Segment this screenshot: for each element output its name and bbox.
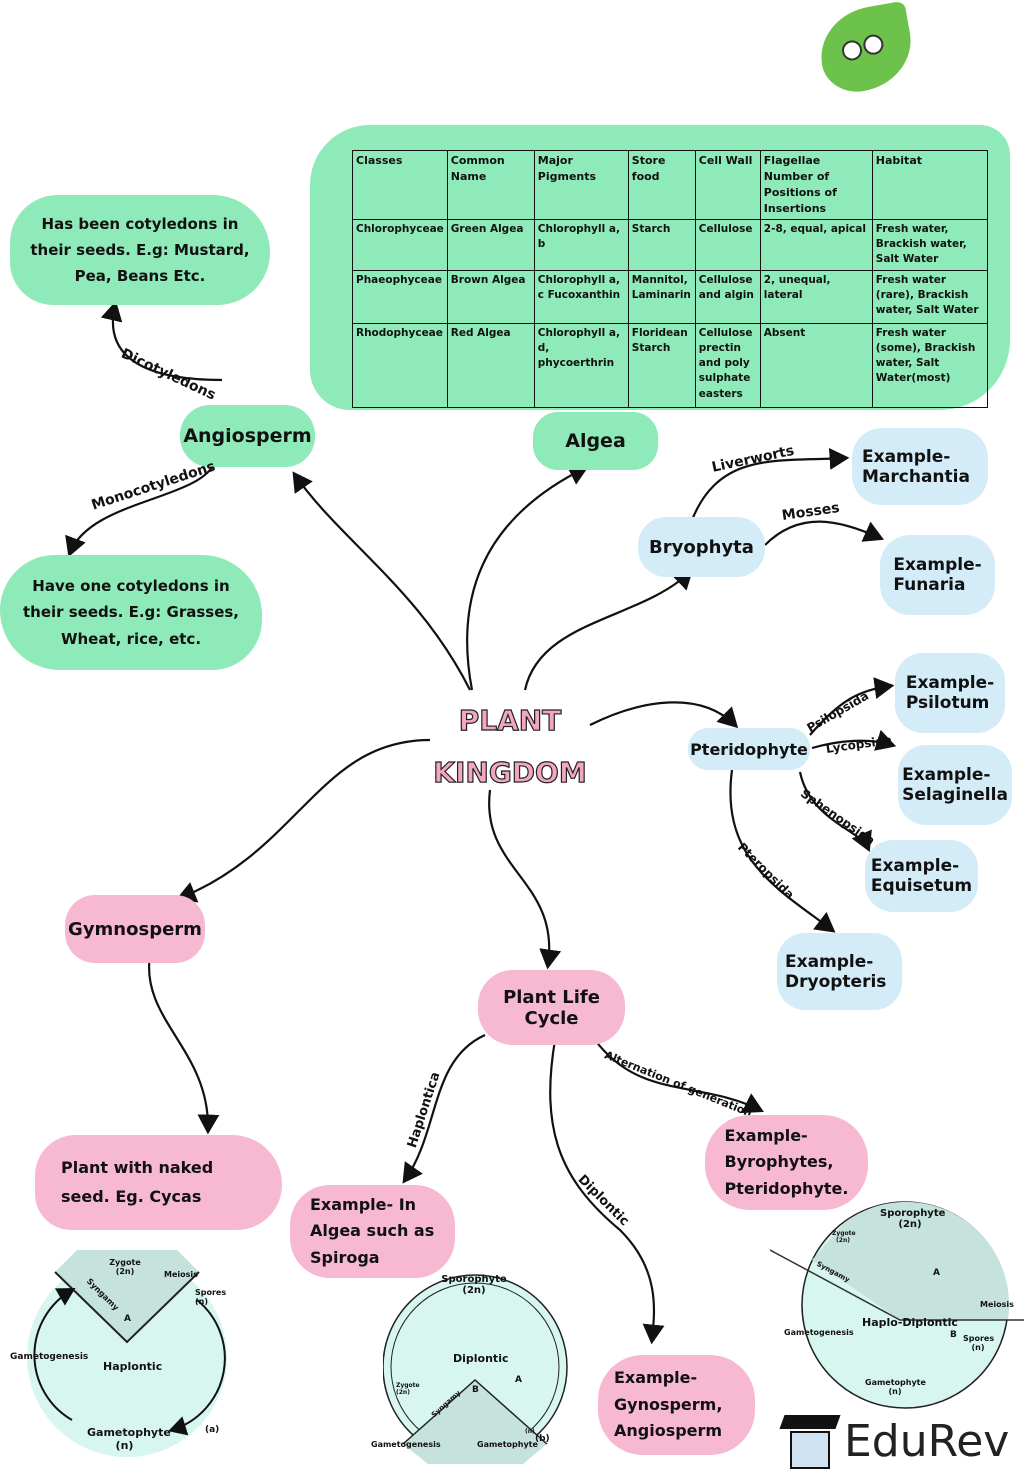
arrow-to-byro-pterido (594, 1039, 764, 1113)
table-header: Common Name (446, 150, 535, 220)
table-cell: Fresh water (rare), Brackish water, Salt… (871, 269, 988, 324)
table-cell: Floridean Starch (627, 322, 696, 408)
table-cell: Starch (627, 218, 696, 271)
table-cell: Cellulose prectin and poly sulphate east… (694, 322, 761, 408)
table-header: Habitat (871, 150, 988, 220)
haplontic-cycle-diagram: Zygote (2n) Meiosis Spores (n) Syngamy A… (10, 1250, 227, 1465)
arrow-to-lifecycle (488, 789, 562, 970)
arrow-to-pteridophyte (589, 701, 739, 729)
arrow-to-equisetum (798, 771, 872, 853)
table-cell: Chlorophyll a, d, phycoerthrin (533, 322, 629, 408)
haplo-diplontic-cycle-diagram: Zygote (2n) Sporophyte (2n) Syngamy A Me… (770, 1200, 1024, 1410)
arrow-to-algea (466, 464, 589, 691)
funaria-example: Example- Funaria (880, 535, 995, 615)
table-cell: 2-8, equal, apical (759, 218, 873, 271)
table-cell: Chlorophyceae (352, 218, 448, 271)
arrow-to-spiroga (402, 1033, 486, 1184)
arrow-to-monocot (65, 461, 217, 558)
angiosperm-node: Angiosperm (180, 405, 315, 467)
table-header-row: Classes Common Name Major Pigments Store… (352, 150, 988, 220)
graduate-cap-icon (779, 1415, 841, 1429)
selaginella-example: Example- Selaginella (898, 745, 1012, 825)
bryophyta-node: Bryophyta (638, 517, 765, 577)
table-header: Cell Wall (694, 150, 761, 220)
table-cell: Cellulose and algin (694, 269, 761, 324)
algea-node: Algea (533, 412, 658, 470)
table-cell: Chlorophyll a, b (533, 218, 629, 271)
naked-seed-description: Plant with naked seed. Eg. Cycas (35, 1135, 282, 1230)
diplontic-cycle-diagram: Sporophyte (2n) Diplontic A B Zygote (2n… (371, 1272, 568, 1467)
table-cell: Brown Algea (446, 269, 535, 324)
arrow-to-dryopteris (729, 769, 836, 933)
table-header: Classes (352, 150, 448, 220)
table-cell: Chlorophyll a, c Fucoxanthin (533, 269, 629, 324)
arrow-to-funaria (764, 520, 885, 546)
plant-life-cycle-node: Plant Life Cycle (478, 970, 625, 1045)
table-cell: Fresh water, Brackish water, Salt Water (871, 218, 988, 271)
dryopteris-example: Example- Dryopteris (777, 933, 902, 1010)
psilotum-example: Example- Psilotum (895, 653, 1005, 733)
arrow-to-dicot (100, 300, 223, 382)
arrow-to-selaginella (811, 729, 897, 751)
book-face-icon (790, 1431, 830, 1469)
pteridophyte-node: Pteridophyte (688, 728, 810, 770)
byro-pterido-example: Example- Byrophytes, Pteridophyte. (705, 1115, 868, 1210)
edurev-logo: EduRev (778, 1413, 1018, 1473)
dicot-description: Has been cotyledons in their seeds. E.g:… (10, 195, 270, 305)
monocot-description: Have one cotyledons in their seeds. E.g:… (0, 555, 262, 670)
table-cell: Mannitol, Laminarin (627, 269, 696, 324)
plant-kingdom-title: PLANT KINGDOM (433, 703, 588, 789)
equisetum-example: Example- Equisetum (865, 840, 978, 912)
arrow-to-angiosperm (292, 471, 471, 691)
arrow-to-naked-seed (147, 954, 220, 1135)
table-cell: Rhodophyceae (352, 322, 448, 408)
table-cell: 2, unequal, lateral (759, 269, 873, 324)
arrow-to-psilotum (809, 677, 895, 736)
table-header: Flagellae Number of Positions of Inserti… (759, 150, 873, 220)
arrow-to-marchantia (690, 447, 850, 521)
table-cell: Fresh water (some), Brackish water, Salt… (871, 322, 988, 408)
table-cell: Red Algea (446, 322, 535, 408)
arrow-to-gymnosperm (175, 738, 431, 903)
table-cell: Cellulose (694, 218, 761, 271)
table-cell: Green Algea (446, 218, 535, 271)
table-header: Store food (627, 150, 696, 220)
table-header: Major Pigments (533, 150, 629, 220)
spiroga-example: Example- In Algea such as Spiroga (290, 1185, 455, 1278)
arrow-to-gymno-angio (549, 1039, 665, 1345)
arrow-to-bryophyta (523, 568, 694, 691)
gymno-angio-example: Example- Gynosperm, Angiosperm (598, 1355, 755, 1455)
algae-classes-table: Classes Common Name Major Pigments Store… (352, 150, 988, 408)
gymnosperm-node: Gymnosperm (65, 895, 205, 963)
table-cell: Phaeophyceae (352, 269, 448, 324)
marchantia-example: Example- Marchantia (852, 428, 988, 505)
table-cell: Absent (759, 322, 873, 408)
